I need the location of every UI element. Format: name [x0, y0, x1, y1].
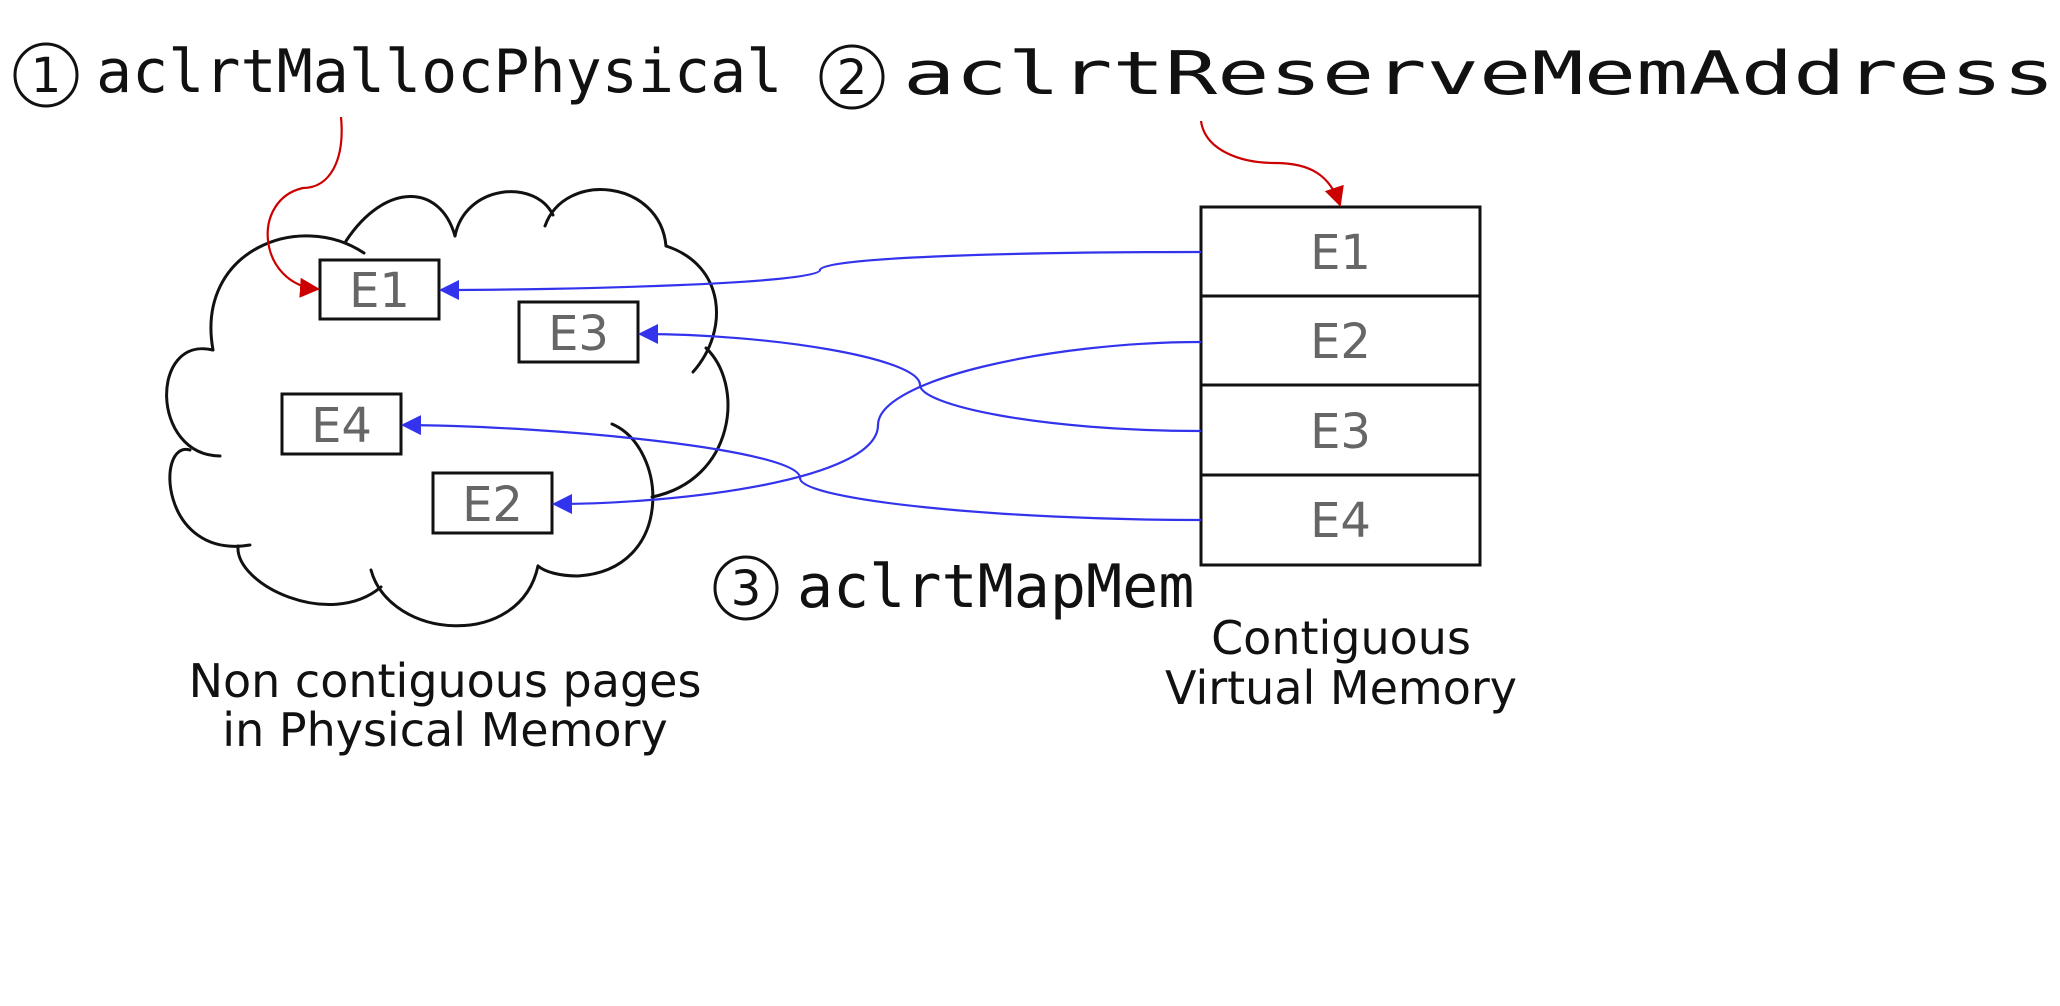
physical-memory-cloud [165, 188, 730, 628]
physical-block-e2: E2 [431, 471, 554, 535]
step-1-circle [13, 42, 79, 108]
reserve-callout-arrow [1199, 120, 1344, 207]
map-arrow-e1 [439, 250, 1202, 300]
step-3-circle [713, 555, 779, 621]
step-2-function-name: aclrtReserveMemAddress [903, 39, 2055, 109]
virtual-memory-caption-line-1: Contiguous [1211, 611, 1471, 665]
step-2-label: 2 aclrtReserveMemAddress [819, 39, 2055, 110]
malloc-callout-arrow [266, 116, 343, 298]
virtual-segment-e4-label: E4 [1310, 493, 1371, 549]
physical-block-e1: E1 [318, 258, 441, 321]
map-arrow-e3 [638, 324, 1202, 433]
virtual-segment-e1-label: E1 [1310, 225, 1371, 281]
virtual-segment-e3-label: E3 [1310, 404, 1371, 460]
step-2-number: 2 [837, 50, 868, 106]
physical-memory-caption-line-2: in Physical Memory [222, 703, 667, 757]
step-1-function-name: aclrtMallocPhysical [96, 37, 782, 107]
step-2-circle [819, 44, 885, 110]
step-3-number: 3 [731, 561, 762, 617]
physical-block-e4-label: E4 [311, 398, 372, 454]
physical-block-e1-label: E1 [349, 263, 410, 319]
virtual-segment-e2-label: E2 [1310, 314, 1371, 370]
map-arrow-e4 [401, 415, 1202, 522]
physical-block-e3: E3 [517, 300, 640, 364]
virtual-memory-caption: Contiguous Virtual Memory [1165, 611, 1517, 715]
physical-memory-caption-line-1: Non contiguous pages [189, 654, 702, 708]
step-1-number: 1 [31, 48, 62, 104]
virtual-memory-column: E1 E2 E3 E4 [1199, 205, 1482, 567]
map-arrow-e2 [552, 340, 1202, 514]
physical-block-e3-label: E3 [548, 306, 609, 362]
step-3-label: 3 aclrtMapMem [713, 552, 1194, 622]
physical-block-e2-label: E2 [462, 477, 523, 533]
step-3-function-name: aclrtMapMem [797, 552, 1194, 622]
virtual-memory-caption-line-2: Virtual Memory [1165, 661, 1517, 715]
physical-memory-caption: Non contiguous pages in Physical Memory [189, 654, 702, 757]
step-1-label: 1 aclrtMallocPhysical [13, 37, 782, 108]
physical-block-e4: E4 [280, 392, 403, 456]
